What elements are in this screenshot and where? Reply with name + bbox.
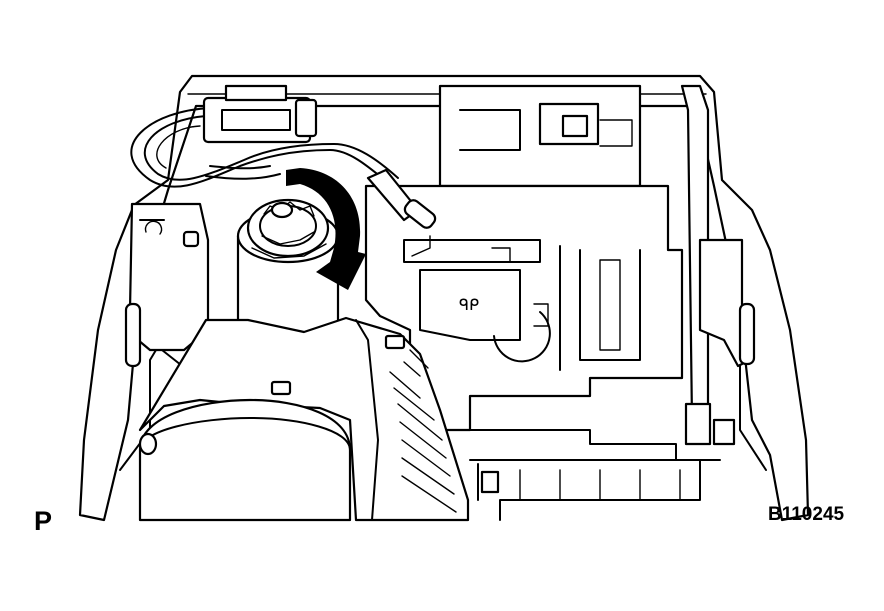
svg-text:ᑫᑭ: ᑫᑭ (459, 297, 479, 314)
front-cover (138, 316, 470, 522)
figure-id-label: B110245 (768, 504, 845, 525)
center-tray: ᑫᑭ (364, 184, 684, 432)
right-rail (680, 84, 756, 446)
rotation-arrow-icon (286, 168, 366, 290)
lower-frame (469, 429, 721, 521)
rear-bracket (438, 84, 642, 188)
view-code-label: P (34, 506, 53, 536)
plug-connector (366, 168, 437, 229)
lower-cylinder (138, 398, 352, 522)
left-side-wall (124, 202, 231, 381)
wire-harness (130, 84, 399, 188)
